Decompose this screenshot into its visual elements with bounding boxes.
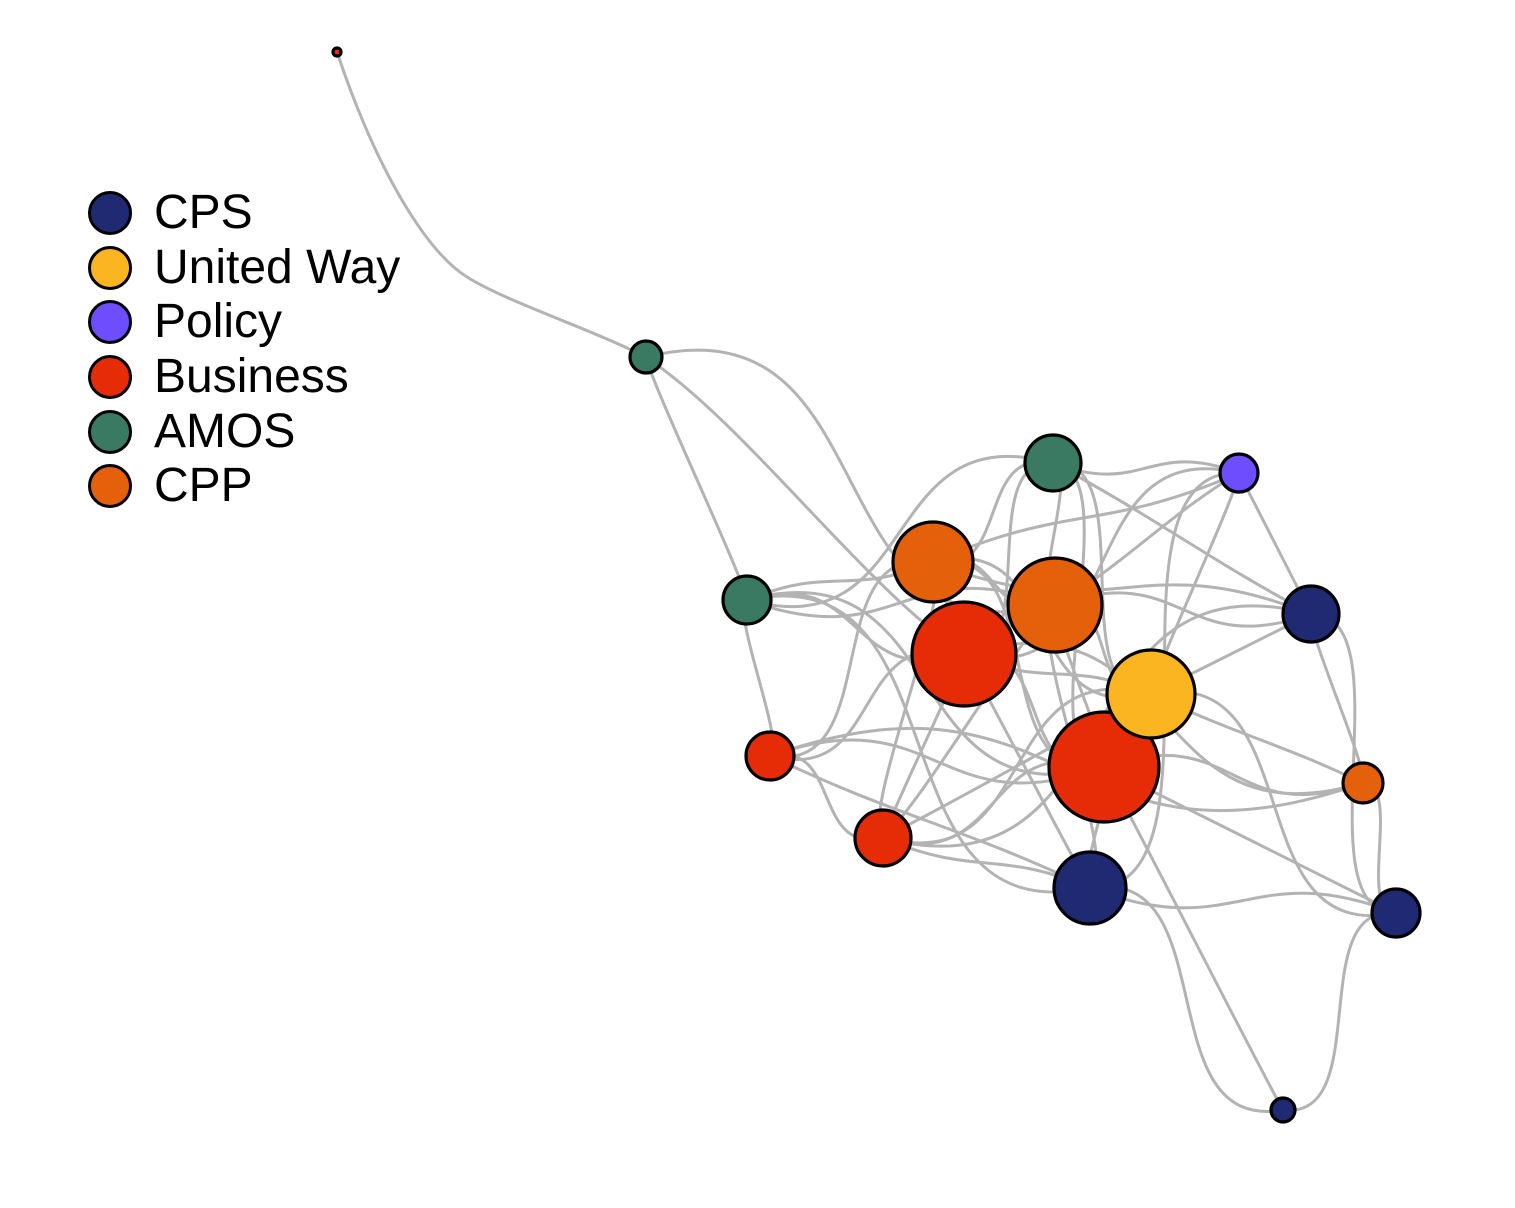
legend-item-business: Business <box>88 350 400 405</box>
legend-swatch-business <box>88 355 132 400</box>
edge-n1-n2 <box>335 51 647 359</box>
legend-label-united-way: United Way <box>154 240 401 294</box>
node-n12-business <box>744 730 796 782</box>
legend-item-amos: AMOS <box>88 404 400 459</box>
edge-n12-n15 <box>769 754 1091 890</box>
edge-n2-n7 <box>645 348 1056 614</box>
legend-item-united-way: United Way <box>88 241 400 296</box>
edge-n6-n15 <box>746 594 1091 894</box>
legend-label-policy: Policy <box>154 295 283 349</box>
node-n13-cpp <box>1341 761 1385 805</box>
node-n2-amos <box>628 339 664 375</box>
node-n3-amos <box>1023 433 1083 493</box>
legend-swatch-policy <box>88 300 132 345</box>
node-n9-business <box>910 600 1018 708</box>
edge-n15-n16 <box>1089 886 1397 915</box>
edge-n4-n9 <box>963 467 1240 660</box>
node-n16-cps <box>1370 887 1422 939</box>
node-n10-united-way <box>1105 648 1197 740</box>
edge-n3-n4 <box>1052 460 1240 476</box>
edge-n5-n8 <box>932 560 1312 616</box>
edge-n3-n8 <box>1052 461 1312 616</box>
node-n7-cpp <box>1006 556 1104 654</box>
legend-label-amos: AMOS <box>154 404 296 458</box>
edge-n11-n12 <box>769 738 1105 785</box>
node-n1-business <box>331 46 343 58</box>
node-n5-cpp <box>891 520 975 604</box>
edge-n4-n5 <box>932 471 1240 564</box>
edge-n2-n9 <box>645 355 965 656</box>
edge-n16-n17 <box>1282 911 1397 1112</box>
legend-swatch-amos <box>88 409 132 454</box>
node-n11-business <box>1047 710 1161 824</box>
node-n17-cps <box>1269 1096 1297 1124</box>
edge-n11-n17 <box>1102 766 1285 1111</box>
node-n15-cps <box>1052 850 1128 926</box>
edge-n2-n6 <box>644 356 749 601</box>
legend-item-cpp: CPP <box>88 459 400 514</box>
legend-label-cps: CPS <box>154 186 253 240</box>
node-n14-business <box>853 808 913 868</box>
node-n4-policy <box>1218 452 1260 494</box>
legend-item-policy: Policy <box>88 295 400 350</box>
legend-swatch-cpp <box>88 464 132 509</box>
edge-n15-n17 <box>1089 885 1284 1113</box>
edge-n8-n16 <box>1310 612 1397 915</box>
legend: CPS United Way Policy Business AMOS CPP <box>88 186 400 514</box>
legend-swatch-united-way <box>88 245 132 290</box>
legend-label-business: Business <box>154 350 349 404</box>
edge-n10-n16 <box>1150 690 1397 917</box>
legend-item-cps: CPS <box>88 186 400 241</box>
edge-n5-n14 <box>877 560 939 840</box>
edge-layer <box>335 51 1397 1113</box>
node-layer <box>331 46 1422 1124</box>
legend-swatch-cps <box>88 191 132 236</box>
edge-n6-n3 <box>746 455 1054 608</box>
node-n8-cps <box>1281 584 1341 644</box>
node-n6-amos <box>721 574 773 626</box>
legend-label-cpp: CPP <box>154 459 253 513</box>
